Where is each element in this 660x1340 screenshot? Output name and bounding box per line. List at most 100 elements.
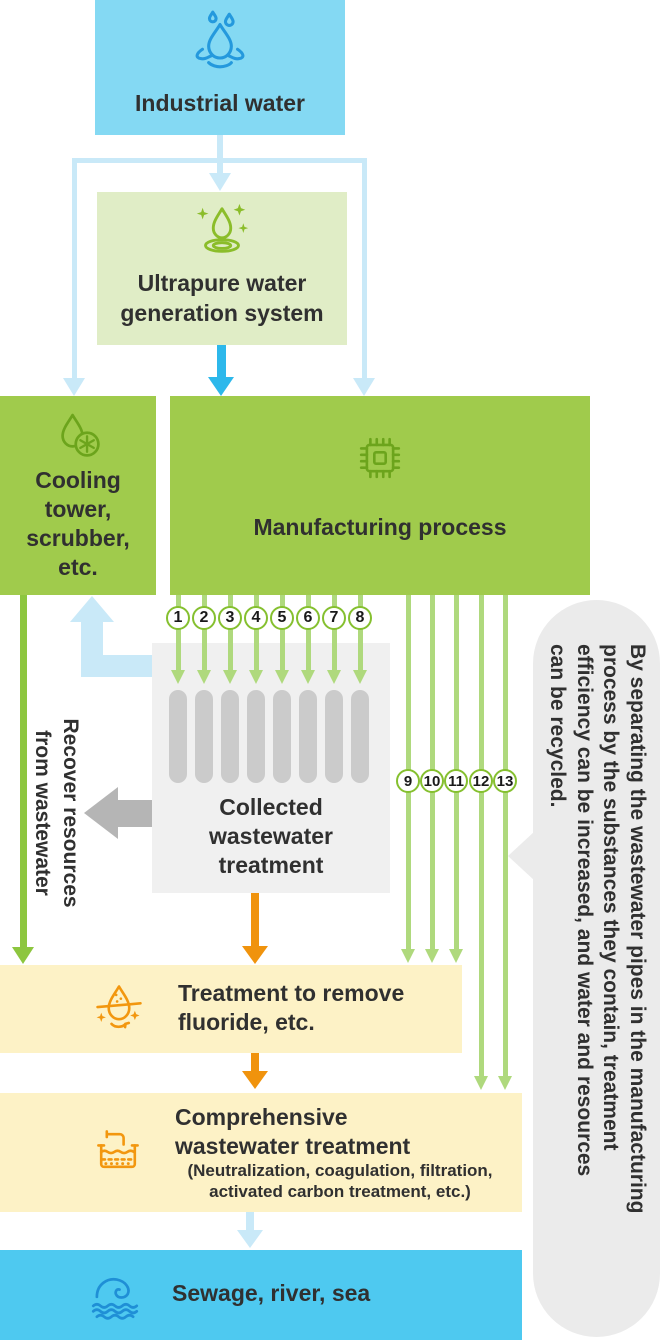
branch-line-right <box>362 158 367 378</box>
arrow-ultrapure-to-manufacturing <box>217 345 226 378</box>
cooling-discharge-arrow-head <box>12 947 34 964</box>
cooling-label-line3: scrubber, <box>26 525 130 551</box>
arrow-industrial-to-ultrapure-head <box>209 173 231 191</box>
bubble-line1: By separating the wastewater pipes in th… <box>626 644 649 1214</box>
comprehensive-label-line2: wastewater treatment <box>175 1133 411 1159</box>
arrow-comprehensive-to-sewage-head <box>237 1230 263 1248</box>
cooling-label: Cooling tower, scrubber, etc. <box>0 466 156 582</box>
callout-bubble <box>533 600 660 1337</box>
branch-left-arrowhead <box>63 378 85 396</box>
recover-label-line1: Recover resources <box>59 718 82 908</box>
pipe-line-12 <box>478 595 484 1076</box>
pure-water-sparkle-icon <box>196 203 249 253</box>
collected-label: Collected wastewater treatment <box>152 793 390 880</box>
arrow-ultrapure-to-manufacturing-head <box>208 377 234 396</box>
pipe-number-9: 9 <box>396 769 420 793</box>
arrow-collected-to-fluoride <box>251 893 259 946</box>
pipe-line-9 <box>405 595 411 949</box>
fluoride-label-line1: Treatment to remove <box>178 980 405 1006</box>
fluoride-treatment-box: Treatment to remove fluoride, etc. <box>0 965 462 1053</box>
fluoride-label: Treatment to remove fluoride, etc. <box>178 979 404 1037</box>
cooling-label-line1: Cooling <box>35 467 121 493</box>
industrial-water-label: Industrial water <box>135 90 305 116</box>
arrow-comprehensive-to-sewage <box>246 1212 254 1231</box>
wastewater-channel-bars <box>152 643 390 893</box>
pipe-number-7: 7 <box>322 606 346 630</box>
pipe-number-2: 2 <box>192 606 216 630</box>
recycle-arrow-horizontal <box>81 655 155 677</box>
pipe-number-11: 11 <box>444 769 468 793</box>
pipe-number-8: 8 <box>348 606 372 630</box>
branch-right-arrowhead <box>353 378 375 396</box>
arrow-collected-to-fluoride-head <box>242 946 268 964</box>
pipe-arrowhead-11 <box>449 949 463 963</box>
pipe-number-4: 4 <box>244 606 268 630</box>
sewage-label: Sewage, river, sea <box>172 1280 371 1306</box>
cooling-drop-snowflake-icon <box>61 413 100 457</box>
treatment-tank-icon <box>97 1130 139 1169</box>
ultrapure-label-line2: generation system <box>120 300 324 326</box>
chip-icon <box>359 437 401 479</box>
channel-bar-7 <box>325 690 343 783</box>
pipe-number-5: 5 <box>270 606 294 630</box>
bubble-line3: efficiency can be increased, and water a… <box>573 644 596 1177</box>
comprehensive-treatment-box: Comprehensive wastewater treatment (Neut… <box>0 1093 522 1212</box>
pipe-number-12: 12 <box>469 769 493 793</box>
cooling-tower-box: Cooling tower, scrubber, etc. <box>0 396 156 595</box>
recover-arrow-shaft <box>118 800 152 827</box>
callout-bubble-text: By separating the wastewater pipes in th… <box>544 644 650 1294</box>
pipe-arrowhead-9 <box>401 949 415 963</box>
channel-bar-2 <box>195 690 213 783</box>
bubble-line2: process by the substances they contain, … <box>599 644 623 1151</box>
cooling-label-line4: etc. <box>58 554 98 580</box>
pipe-line-10 <box>429 595 435 949</box>
channel-bar-3 <box>221 690 239 783</box>
comprehensive-sublabel-line2: activated carbon treatment, etc.) <box>209 1182 471 1201</box>
ultrapure-water-box: Ultrapure water generation system <box>97 192 347 345</box>
collected-label-line2: wastewater <box>208 823 333 849</box>
pipe-number-10: 10 <box>420 769 444 793</box>
channel-bar-4 <box>247 690 265 783</box>
channel-bar-1 <box>169 690 187 783</box>
branch-line-left <box>72 158 77 378</box>
channel-bar-5 <box>273 690 291 783</box>
comprehensive-sublabel-line1: (Neutralization, coagulation, filtration… <box>187 1161 493 1180</box>
recover-label-line2: from wastewater <box>31 730 54 896</box>
pipe-arrowhead-10 <box>425 949 439 963</box>
comprehensive-sublabel: (Neutralization, coagulation, filtration… <box>175 1160 505 1202</box>
ultrapure-label-line1: Ultrapure water <box>137 270 307 296</box>
pipe-arrowhead-12 <box>474 1076 488 1090</box>
industrial-water-box: Industrial water <box>95 0 345 135</box>
sewage-river-sea-box: Sewage, river, sea <box>0 1250 522 1340</box>
pipe-number-1: 1 <box>166 606 190 630</box>
channel-bar-8 <box>351 690 369 783</box>
pipe-arrowhead-13 <box>498 1076 512 1090</box>
wave-icon <box>91 1277 139 1320</box>
fluoride-removal-drop-icon <box>96 985 142 1029</box>
manufacturing-process-box: Manufacturing process <box>170 396 590 595</box>
recycle-arrow-head <box>70 596 114 622</box>
callout-bubble-tail <box>508 831 535 881</box>
collected-wastewater-box: Collected wastewater treatment <box>152 643 390 893</box>
manufacturing-label: Manufacturing process <box>253 514 507 540</box>
pipe-line-13 <box>502 595 508 1076</box>
pipe-number-13: 13 <box>493 769 517 793</box>
fluoride-label-line2: fluoride, etc. <box>178 1009 315 1035</box>
water-splash-icon <box>195 10 245 69</box>
arrow-fluoride-to-comprehensive <box>251 1053 259 1072</box>
comprehensive-label-line1: Comprehensive <box>175 1104 348 1130</box>
bubble-line4: can be recycled. <box>546 644 570 808</box>
cooling-label-line2: tower, <box>44 496 112 522</box>
channel-bar-6 <box>299 690 317 783</box>
cooling-discharge-arrow <box>20 595 27 947</box>
recover-arrow-head <box>84 787 118 839</box>
collected-label-line3: treatment <box>218 852 324 878</box>
arrow-industrial-to-ultrapure <box>217 135 223 173</box>
recover-resources-label: Recover resources from wastewater <box>28 708 84 918</box>
pipe-number-3: 3 <box>218 606 242 630</box>
arrow-fluoride-to-comprehensive-head <box>242 1071 268 1089</box>
pipe-line-11 <box>453 595 459 949</box>
collected-label-line1: Collected <box>219 794 323 820</box>
pipe-number-6: 6 <box>296 606 320 630</box>
